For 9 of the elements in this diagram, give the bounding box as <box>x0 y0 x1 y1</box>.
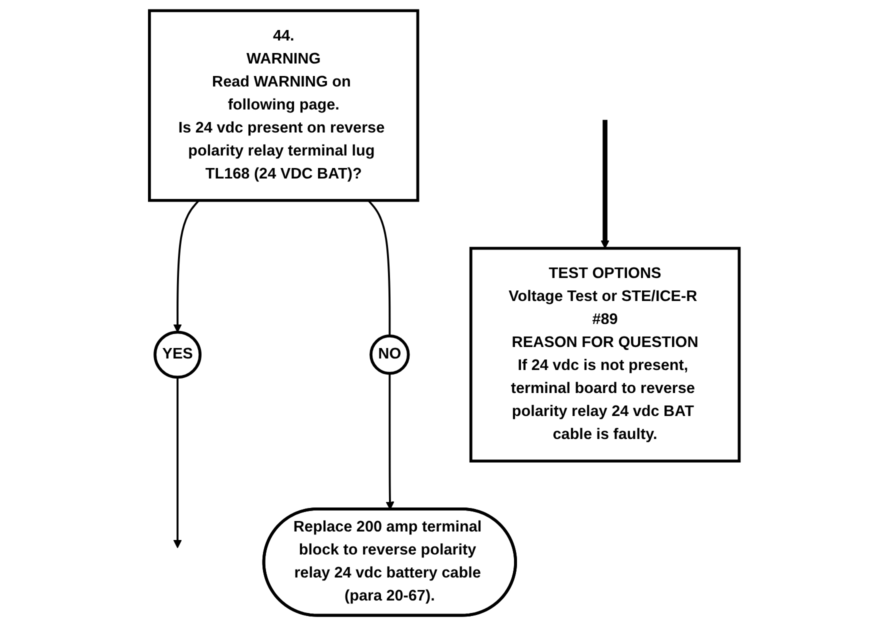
node-box: TEST OPTIONS Voltage Test or STE/ICE-R #89 REASON FOR QUESTION If 24 vdc is not present, terminal board to reverse polarity relay 24 vdc BAT cable is faulty. <box>469 246 741 462</box>
node-circle: YES <box>154 330 202 379</box>
connector <box>368 200 391 336</box>
arrow <box>386 373 394 510</box>
arrow <box>173 200 200 333</box>
arrow <box>173 377 182 548</box>
node-box: 44. WARNING Read WARNING on following page. Is 24 vdc present on reverse polarity relay terminal lug TL168 (24 VDC BAT)? <box>148 9 420 202</box>
node-circle: NO <box>370 334 410 375</box>
arrow <box>600 120 610 249</box>
